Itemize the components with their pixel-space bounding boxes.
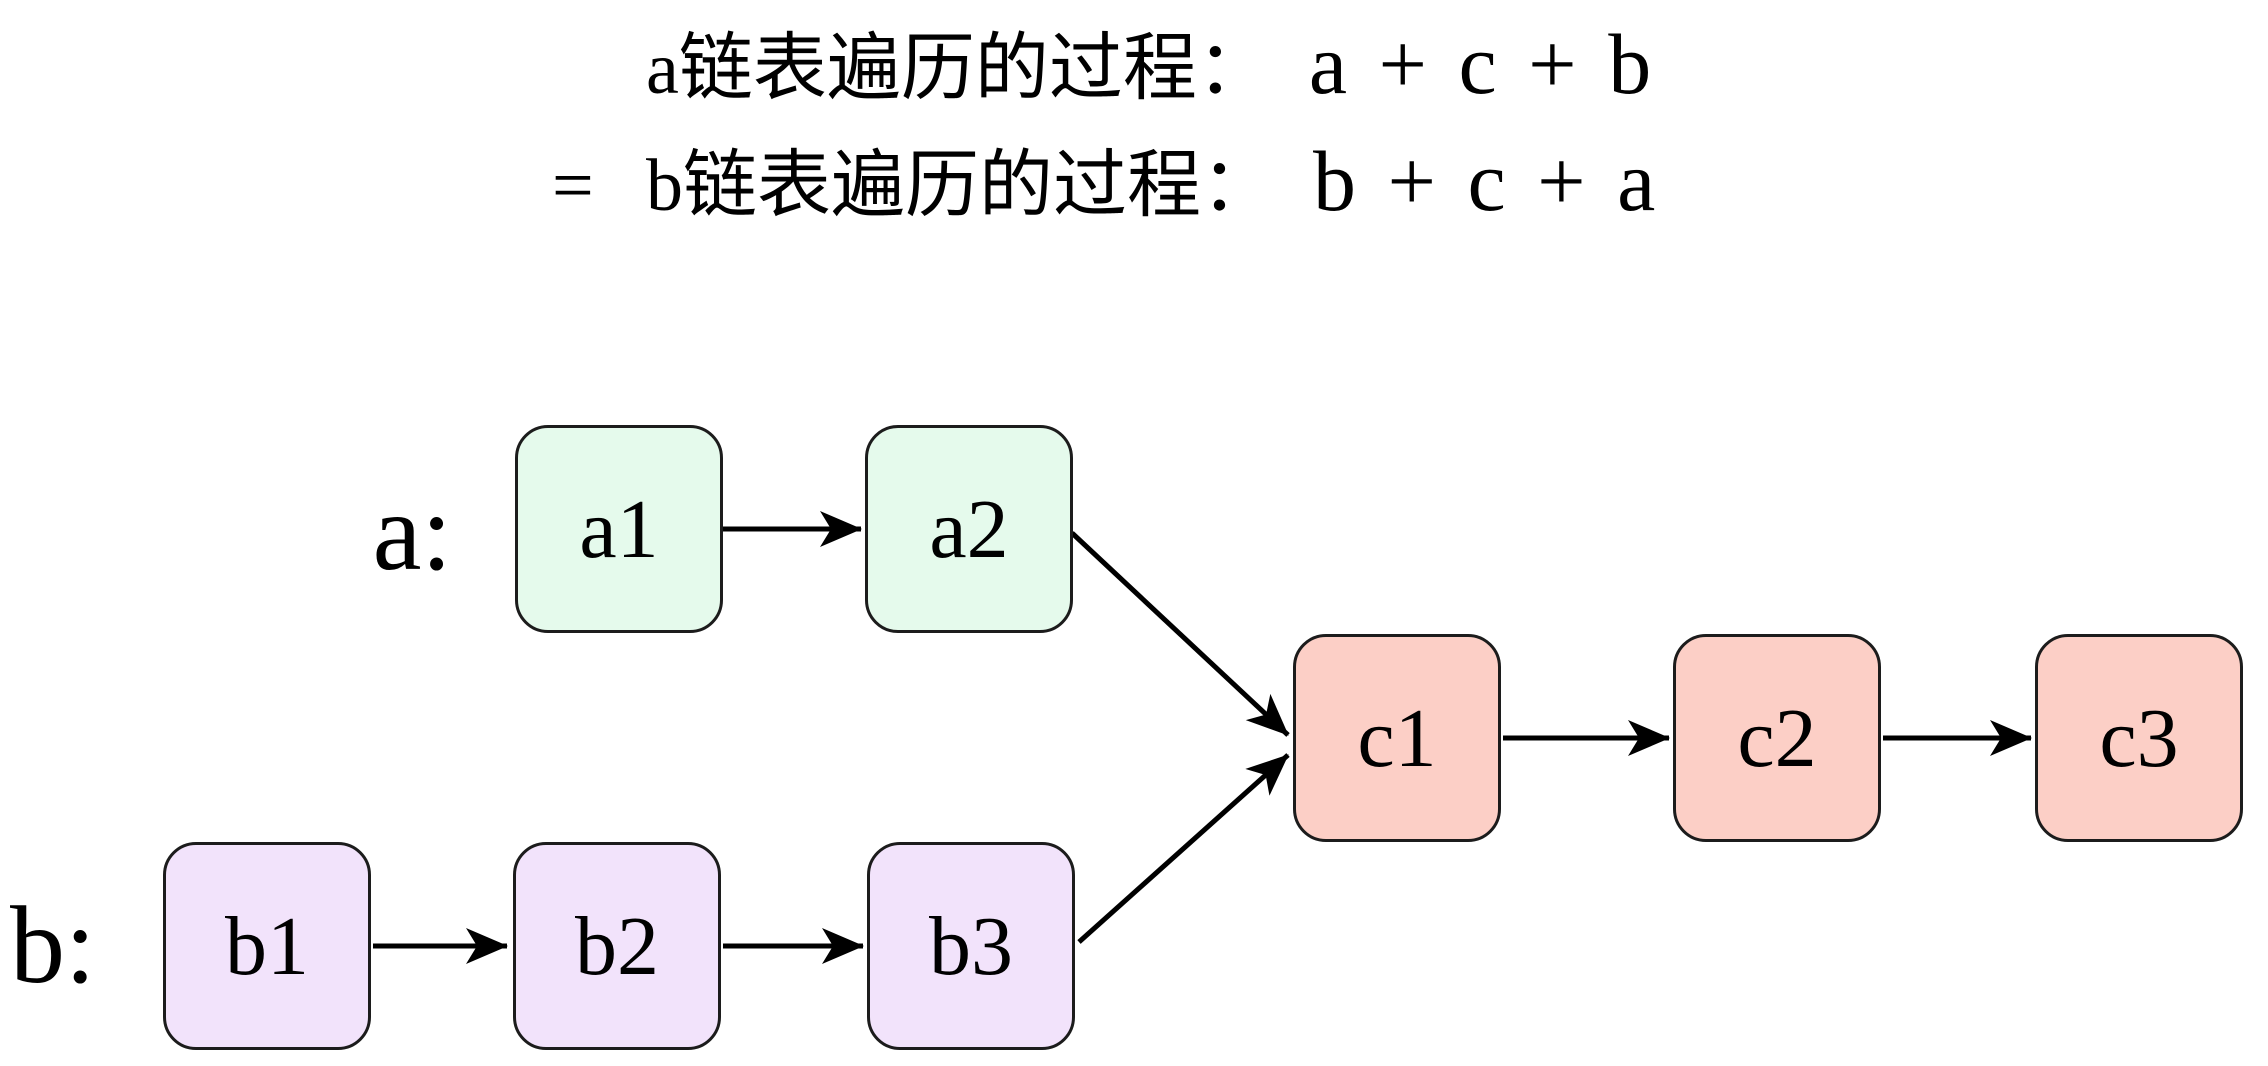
- node-c1: c1: [1293, 634, 1501, 842]
- title-line-1: =a链表遍历的过程：a + c + b: [552, 8, 1655, 125]
- arrow-a2-c1: [1070, 531, 1290, 737]
- arrow-b3-c1: [1077, 753, 1290, 944]
- title-line-2-label: b链表遍历的过程：: [646, 145, 1275, 227]
- node-a2: a2: [865, 425, 1073, 633]
- node-c2: c2: [1673, 634, 1881, 842]
- node-b1: b1: [163, 842, 371, 1050]
- title-line-2-expression: b + c + a: [1313, 133, 1656, 229]
- node-a1: a1: [515, 425, 723, 633]
- node-c3: c3: [2035, 634, 2243, 842]
- node-b2: b2: [513, 842, 721, 1050]
- title-line-1-label: a链表遍历的过程：: [646, 28, 1271, 110]
- diagram-title: = a链表遍历的过程： a + c + b = b链表遍历的过程： b + c + a: [552, 8, 1655, 242]
- list-a-label: a:: [372, 471, 452, 593]
- title-line-1-expression: a + c + b: [1308, 16, 1652, 112]
- title-line-2: = b链表遍历的过程： b + c + a: [552, 125, 1655, 242]
- node-b3: b3: [867, 842, 1075, 1050]
- list-b-label: b:: [10, 884, 96, 1006]
- equals-sign: =: [552, 145, 594, 227]
